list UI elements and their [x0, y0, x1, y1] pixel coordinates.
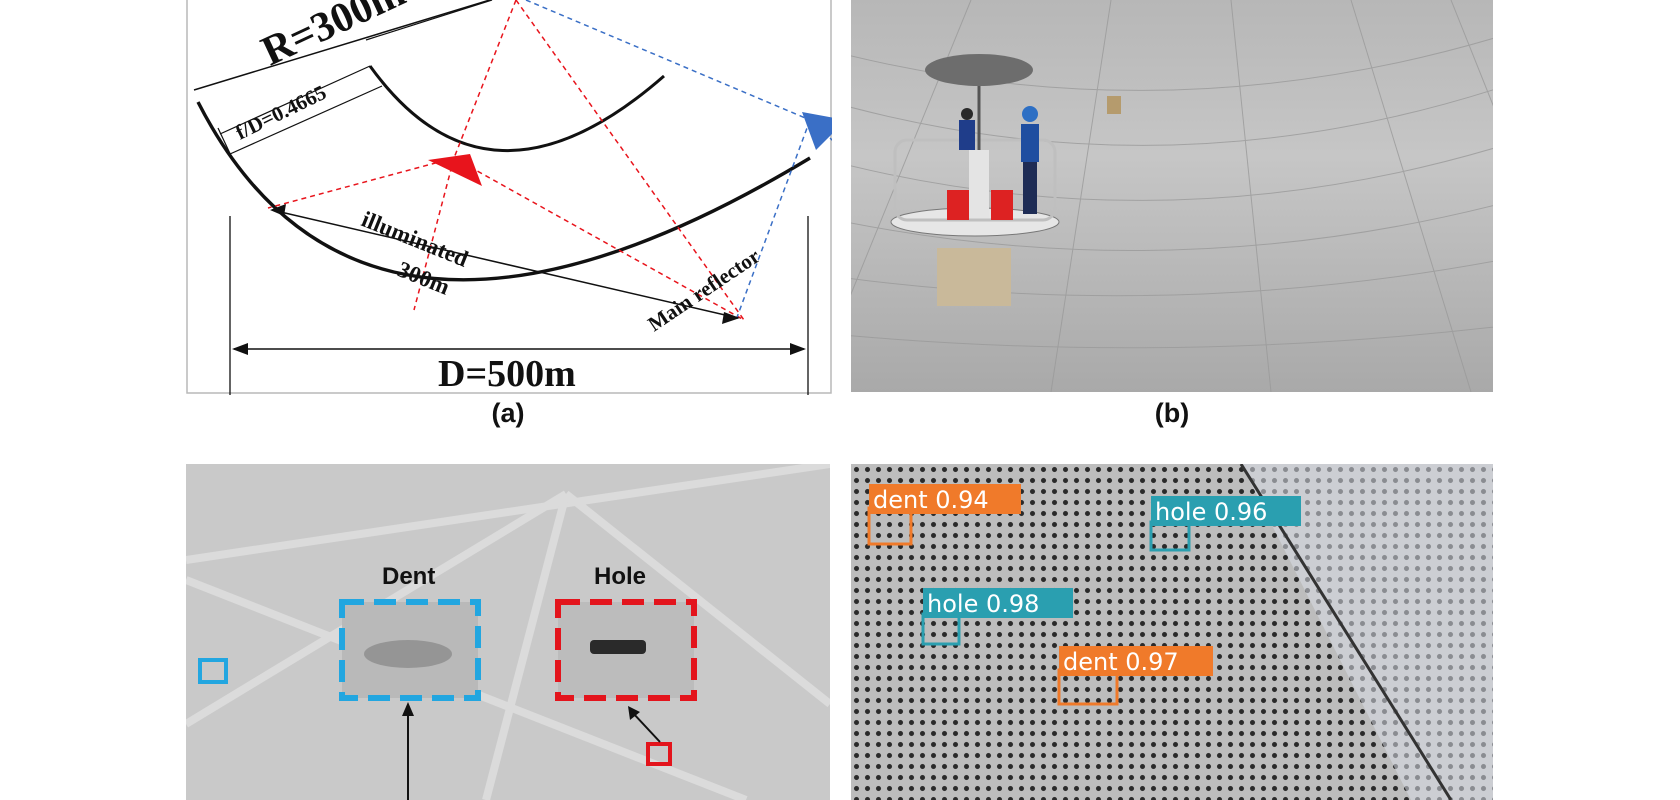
hole-box-2 — [921, 612, 961, 646]
dent-callout — [339, 599, 481, 701]
illuminated-arrowhead-right — [722, 312, 740, 324]
diameter-arrow-left — [232, 343, 248, 355]
panel-seams — [186, 464, 830, 800]
hole-tag-2 — [923, 588, 1073, 618]
diagram-frame — [186, 0, 832, 394]
platform-pedestal — [937, 248, 1011, 306]
focal-tick — [217, 127, 235, 163]
dent-label: Dent — [382, 563, 435, 590]
illuminated-arrowhead-left — [270, 204, 286, 216]
focal-line-outer — [229, 85, 383, 155]
worker-2-legs — [1023, 162, 1037, 214]
hole-tag-1 — [1151, 496, 1301, 526]
worker-2-helmet — [1022, 106, 1038, 122]
blue-beam-rays — [525, 0, 832, 321]
umbrella-icon — [925, 54, 1033, 86]
feed-cabin-blue — [802, 112, 832, 150]
dent-tag-2 — [1059, 646, 1213, 676]
detection-label-4: dent 0.97 — [1063, 648, 1179, 676]
panel-c-surface: Dent Hole — [186, 464, 830, 800]
hole-callout — [555, 599, 697, 701]
worker-1 — [959, 120, 975, 150]
hole-box-1 — [1149, 520, 1191, 552]
detection-image: dent 0.94 hole 0.96 hole 0.98 dent 0.97 — [867, 464, 1493, 800]
radius-line-inner — [365, 0, 493, 41]
instrument-post — [969, 150, 989, 218]
panel-a-diagram: R=300m f/D=0.4665 illuminated 300m Main … — [186, 0, 832, 395]
diameter-label: D=500m — [438, 353, 576, 395]
panel-a-caption: (a) — [491, 398, 525, 428]
panel-grid — [851, 0, 1493, 392]
dent-arrowhead — [402, 702, 414, 716]
feed-cabin-red — [428, 154, 482, 186]
focal-surface-arc — [368, 65, 665, 152]
worker-1-head — [961, 108, 973, 120]
panel-b-caption: (b) — [1154, 398, 1190, 428]
detection-label-2: hole 0.96 — [1155, 498, 1267, 526]
detection-label-3: hole 0.98 — [927, 590, 1039, 618]
radius-line — [193, 0, 493, 91]
detection-label-1: dent 0.94 — [873, 486, 989, 514]
diameter-arrow-right — [790, 343, 806, 355]
main-reflector-arc — [196, 101, 811, 282]
panel-d-detections: dent 0.94 hole 0.96 hole 0.98 dent 0.97 — [851, 464, 1493, 800]
dent-location-marker — [198, 658, 228, 684]
focal-line-inner — [219, 65, 371, 135]
distant-marker — [1107, 96, 1121, 114]
red-container-2 — [991, 190, 1013, 220]
diagonal-strip — [1241, 464, 1493, 800]
dent-tag-1 — [869, 484, 1021, 514]
hole-label: Hole — [594, 563, 646, 590]
illuminated-aperture-line — [271, 209, 739, 319]
hole-arrow — [631, 711, 661, 743]
red-container — [947, 190, 969, 220]
defect-surface-image: Dent Hole — [186, 464, 830, 800]
red-beam-rays — [267, 0, 745, 321]
worker-2 — [1021, 124, 1039, 162]
reflector-surface-photo — [851, 0, 1493, 392]
hole-arrowhead — [628, 706, 640, 720]
hole-location-marker — [646, 742, 672, 766]
panel-b-photo — [851, 0, 1493, 392]
reflector-diagram: R=300m f/D=0.4665 illuminated 300m Main … — [186, 0, 832, 395]
